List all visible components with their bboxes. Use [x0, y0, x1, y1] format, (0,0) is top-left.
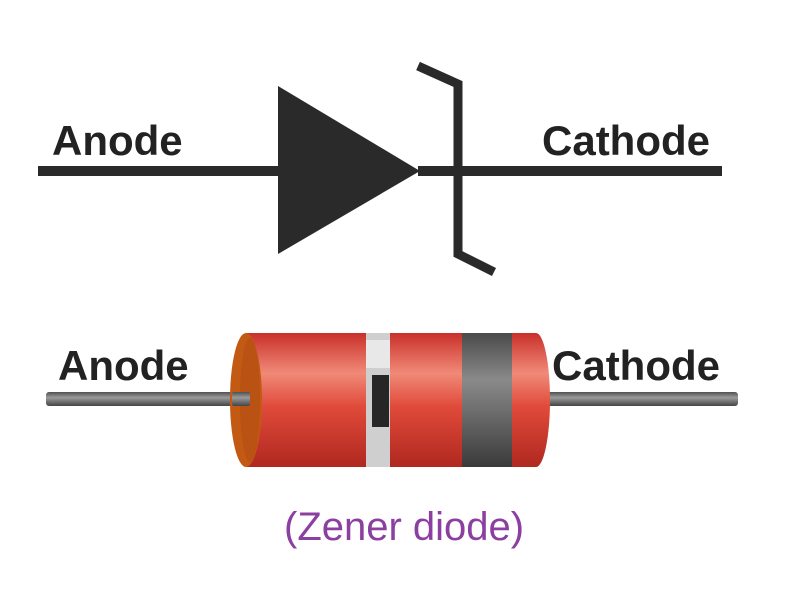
zener-symbol: Anode Cathode: [38, 61, 722, 277]
component-anode-label: Anode: [58, 342, 189, 389]
zener-cathode-bar: [416, 61, 497, 277]
symbol-anode-label: Anode: [52, 117, 183, 164]
anode-lead-stub: [232, 392, 250, 406]
cathode-band: [462, 333, 512, 467]
symbol-cathode-label: Cathode: [542, 117, 710, 164]
diode-triangle: [278, 86, 420, 254]
diagram-caption: (Zener diode): [284, 505, 524, 549]
die-band: [372, 375, 389, 427]
zener-component: Anode Cathode: [46, 333, 738, 467]
cathode-lead-wire: [540, 392, 738, 406]
glass-band-highlight: [366, 340, 390, 368]
body-right-end: [522, 333, 550, 467]
component-cathode-label: Cathode: [552, 342, 720, 389]
anode-lead-wire: [46, 392, 252, 406]
